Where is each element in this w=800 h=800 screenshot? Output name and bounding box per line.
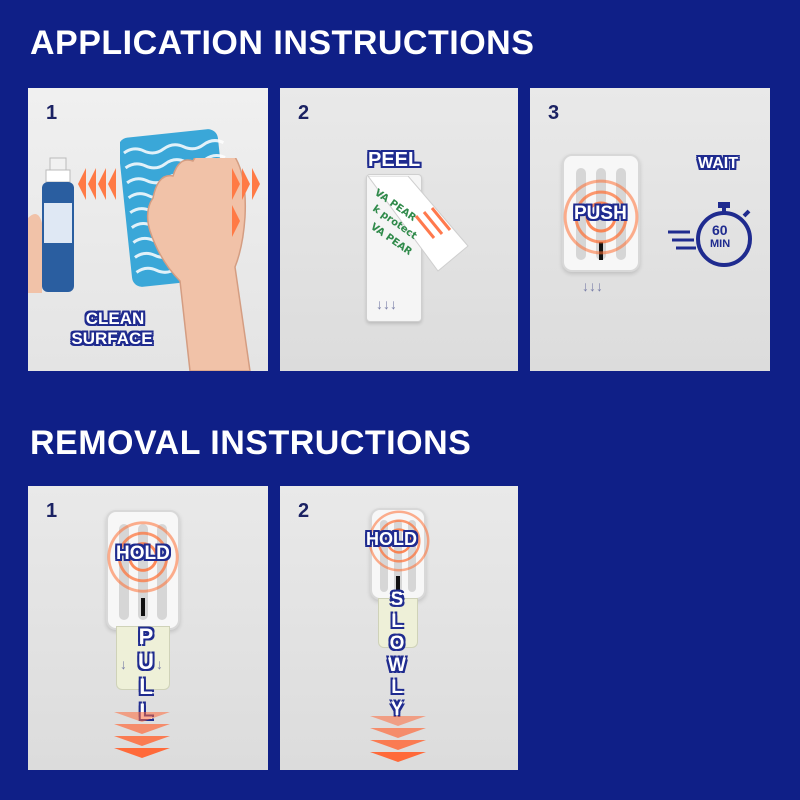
step-number: 3 — [548, 102, 560, 124]
pull-letter: P — [138, 624, 154, 649]
step-number: 1 — [46, 102, 58, 124]
step-number: 2 — [298, 500, 310, 522]
slowly-letter: W — [388, 655, 406, 676]
hold-label: HOLD — [116, 543, 170, 564]
stopwatch-icon — [668, 202, 752, 267]
removal-step-1-panel: 1 HOLD ↓ ↓ P U L L — [28, 486, 268, 770]
pressure-rings-icon — [102, 516, 184, 598]
peel-liner-icon: VA PEAR k protect VA PEAR — [368, 176, 469, 272]
pressure-rings-icon — [364, 506, 434, 576]
wait-label: WAIT — [698, 155, 738, 172]
slowly-letter: O — [389, 633, 405, 654]
push-label: PUSH — [574, 203, 627, 224]
slowly-letter: L — [391, 677, 403, 698]
application-step-1-panel: 1 CLEAN SURFACE — [28, 88, 268, 371]
pressure-rings-icon — [558, 174, 644, 260]
chevron-down-icon — [114, 712, 170, 760]
application-step-2-panel: 2 PEEL VA PEAR k protect VA PEAR ↓↓↓ — [280, 88, 518, 371]
step-number: 2 — [298, 102, 310, 124]
spray-bottle-icon — [28, 157, 74, 293]
chevron-left-icon — [78, 168, 118, 205]
pull-tab-icon — [378, 598, 418, 648]
slowly-label: S L O W L Y — [386, 590, 408, 722]
removal-step-2-panel: 2 HOLD S L O W L Y — [280, 486, 518, 770]
application-title: APPLICATION INSTRUCTIONS — [30, 24, 535, 62]
arrow-down-icon: ↓ — [156, 656, 163, 672]
step-number: 1 — [46, 500, 58, 522]
slowly-letter: Y — [390, 699, 404, 720]
hold-label: HOLD — [366, 529, 417, 549]
pull-letter: L — [139, 674, 153, 699]
pull-tab-icon — [116, 626, 170, 690]
arrow-down-icon: ↓↓↓ — [376, 296, 397, 312]
slowly-letter: L — [391, 611, 403, 632]
pull-letter: U — [138, 649, 154, 674]
pull-label: P U L L — [136, 626, 156, 726]
caption-surface: SURFACE — [71, 329, 153, 348]
hand-icon — [146, 158, 251, 371]
arrow-down-icon: ↓↓↓ — [582, 278, 603, 294]
chevron-down-icon — [370, 716, 426, 764]
timer-value: 60 — [712, 222, 728, 238]
caption-clean: CLEAN — [85, 309, 145, 328]
removal-title: REMOVAL INSTRUCTIONS — [30, 424, 472, 462]
caption-peel: PEEL — [368, 149, 421, 171]
timer-unit: MIN — [710, 238, 731, 250]
slowly-letter: S — [390, 589, 404, 610]
chevron-right-icon — [232, 168, 268, 242]
arrow-down-icon: ↓ — [120, 656, 127, 672]
application-step-3-panel: 3 PUSH ↓↓↓ WAIT 60 MIN — [530, 88, 770, 371]
